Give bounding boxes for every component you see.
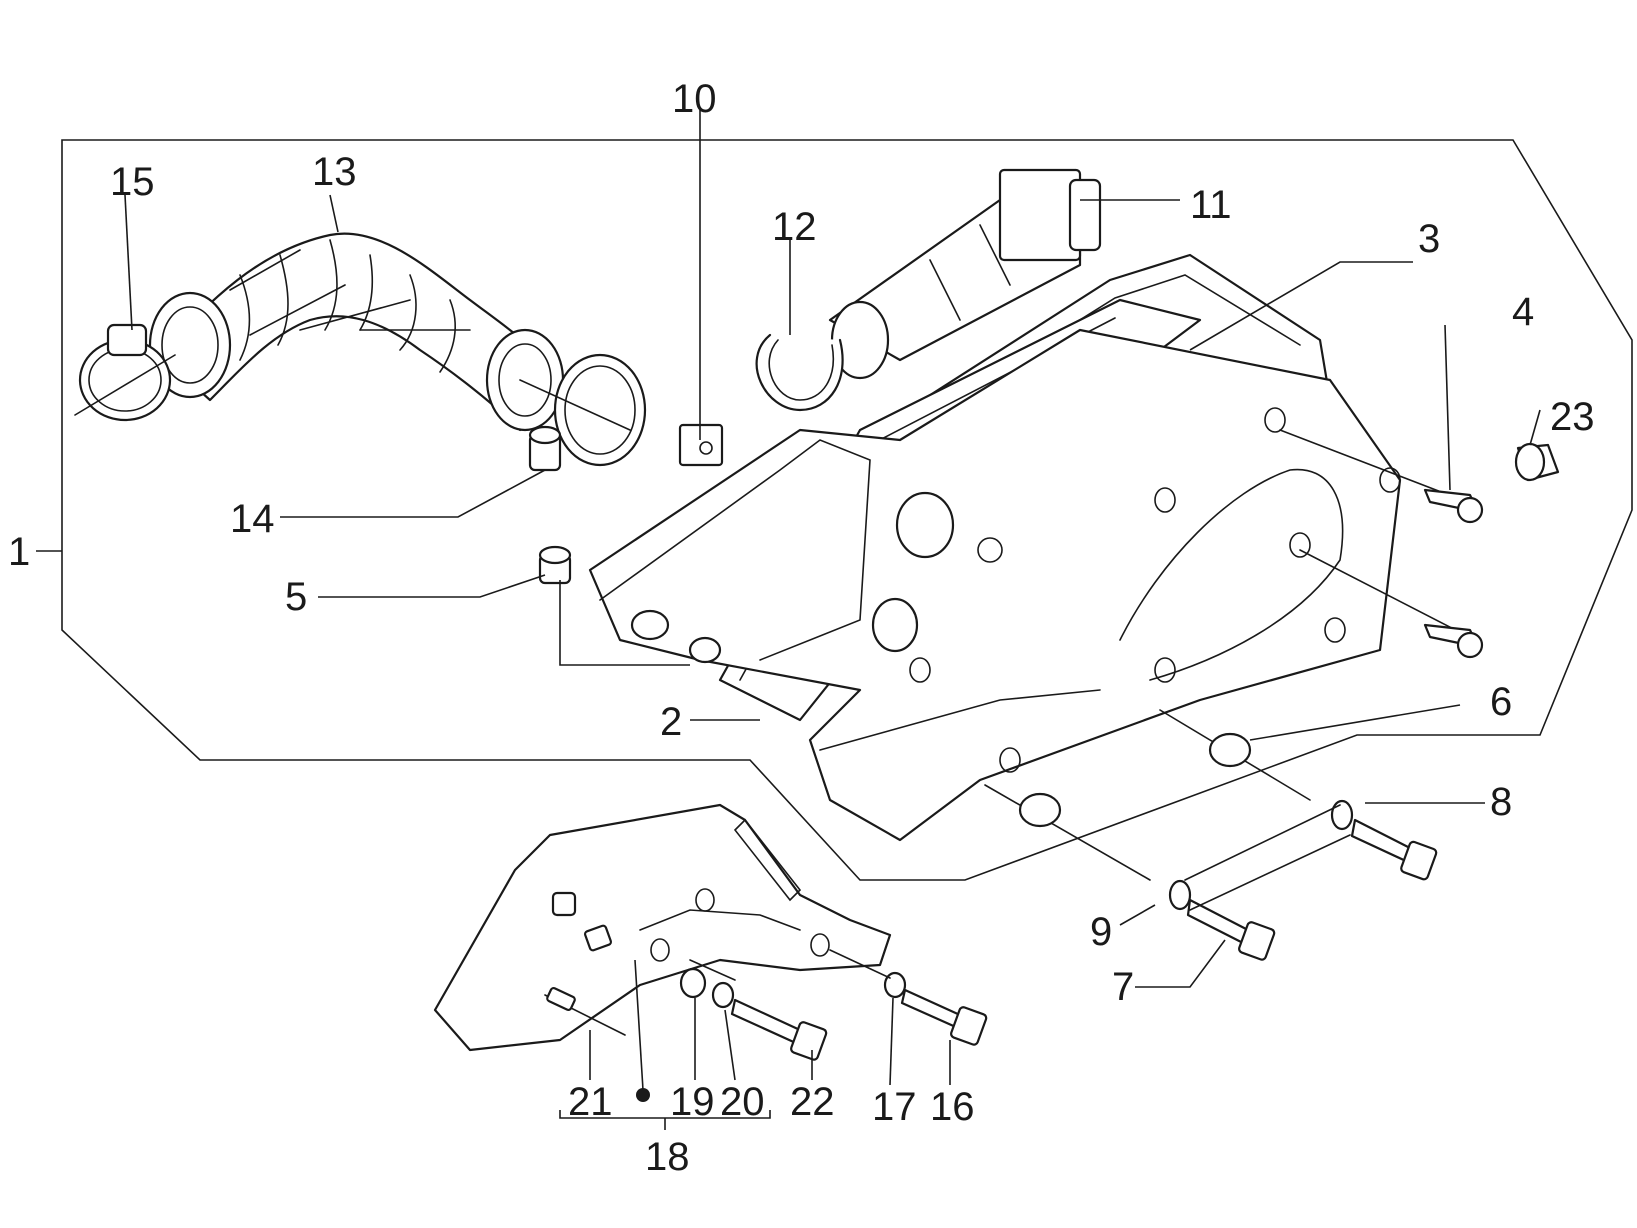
hose-cap-14 <box>528 425 562 472</box>
bolt-16 <box>829 949 988 1046</box>
bolt-8 <box>1350 818 1438 881</box>
callout-13: 13 <box>312 150 357 194</box>
bushing-6-upper <box>1159 709 1311 801</box>
callout-14: 14 <box>230 497 275 541</box>
callout-3: 3 <box>1418 217 1440 261</box>
callout-5: 5 <box>285 575 307 619</box>
washer-19 <box>679 967 707 999</box>
callout-10: 10 <box>672 77 717 121</box>
callout-6: 6 <box>1490 680 1512 724</box>
callout-16: 16 <box>930 1085 975 1129</box>
callout-23: 23 <box>1550 395 1595 439</box>
washer-20 <box>711 981 735 1009</box>
rivet-21 <box>544 987 626 1036</box>
assembly-group-outline <box>61 139 1633 881</box>
callout-2: 2 <box>660 700 682 744</box>
callout-19: 19 <box>670 1080 715 1124</box>
callout-20: 20 <box>720 1080 765 1124</box>
screw-4-upper <box>1279 429 1484 524</box>
callout-9: 9 <box>1090 910 1112 954</box>
callout-11: 11 <box>1190 183 1232 227</box>
washer-9-upper <box>1330 799 1354 831</box>
breather-tube-11 <box>828 168 1102 380</box>
callout-7: 7 <box>1112 965 1134 1009</box>
callout-21: 21 <box>568 1080 613 1124</box>
bullet-dot <box>636 1088 650 1102</box>
callout-8: 8 <box>1490 780 1512 824</box>
callout-15: 15 <box>110 160 155 204</box>
plug-23 <box>1514 442 1560 482</box>
spacer-5 <box>538 545 572 585</box>
bolt-7 <box>1186 898 1276 961</box>
clip-nut-10 <box>678 423 724 467</box>
callout-18: 18 <box>645 1135 690 1179</box>
air-box-housing <box>588 328 1402 842</box>
washer-9-lower <box>1168 879 1192 911</box>
mounting-bracket-18 <box>433 803 892 1052</box>
callout-1: 1 <box>8 530 30 574</box>
leader-lines <box>36 110 1541 1130</box>
callout-4: 4 <box>1512 290 1534 334</box>
hose-clamp-15-right <box>519 353 647 467</box>
bolt-22 <box>689 959 828 1061</box>
washer-17 <box>883 971 907 999</box>
callout-17: 17 <box>872 1085 917 1129</box>
screw-4-lower <box>1299 549 1484 659</box>
intake-hose <box>148 232 565 432</box>
callout-labels: 1 2 3 4 5 6 7 8 9 10 11 12 13 14 15 16 1… <box>8 77 1595 1179</box>
callout-12: 12 <box>772 205 817 249</box>
hose-clamp-12 <box>755 333 844 412</box>
callout-22: 22 <box>790 1080 835 1124</box>
hose-clamp-15 <box>74 323 176 422</box>
bushing-6-lower <box>984 784 1151 881</box>
